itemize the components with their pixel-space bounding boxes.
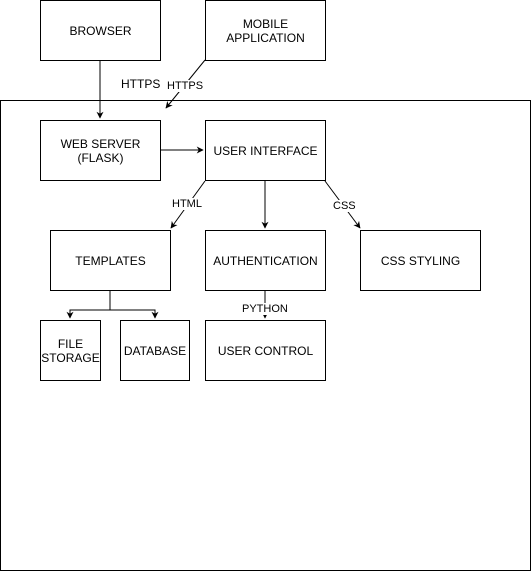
edge-label-python: PYTHON	[242, 303, 288, 315]
node-database: DATABASE	[120, 320, 190, 381]
node-file-storage: FILE STORAGE	[40, 320, 101, 381]
edge-label-html: HTML	[172, 198, 202, 210]
node-user-interface: USER INTERFACE	[205, 120, 326, 181]
node-browser: BROWSER	[40, 0, 161, 61]
system-container	[0, 100, 531, 571]
node-authentication: AUTHENTICATION	[205, 230, 326, 291]
node-web-server: WEB SERVER (FLASK)	[40, 120, 161, 181]
node-templates: TEMPLATES	[50, 230, 171, 291]
node-mobile-application: MOBILE APPLICATION	[205, 0, 326, 61]
edge-templates-to-storage-fork	[66, 290, 111, 319]
edge-label-mobile-https: HTTPS	[167, 80, 204, 92]
edge-label-browser-https: HTTPS	[121, 77, 161, 91]
edge-templates-to-database-fork	[110, 309, 159, 319]
node-user-control: USER CONTROL	[205, 320, 326, 381]
node-css-styling: CSS STYLING	[360, 230, 481, 291]
edge-label-css: CSS	[333, 200, 356, 212]
